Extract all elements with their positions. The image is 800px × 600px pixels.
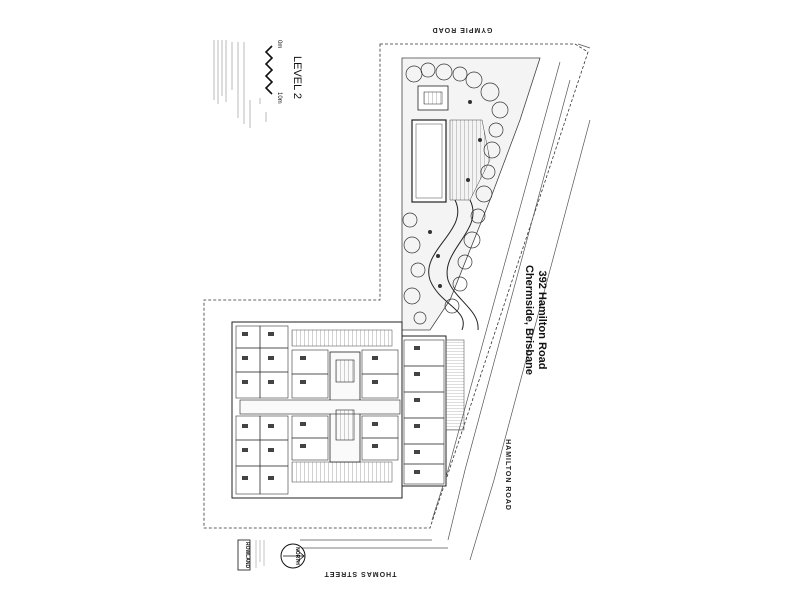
road-label-thomas: THOMAS STREET — [324, 570, 397, 577]
scale-start: 0m — [276, 40, 282, 48]
address-line2: Chermside, Brisbane — [523, 265, 535, 375]
level-label: LEVEL 2 — [291, 56, 303, 99]
road-label-hamilton: HAMILTON ROAD — [504, 439, 511, 511]
road-edges — [300, 43, 591, 561]
north-arrow: NORTH — [280, 543, 306, 569]
north-label: NORTH — [294, 547, 300, 565]
scale-end: 10m — [276, 92, 282, 104]
brand-name: ROWLAND — [244, 542, 250, 568]
brand-block: ROWLAND — [237, 539, 265, 571]
title-block: LEVEL 2 0m 10m — [213, 40, 303, 128]
apartment-units — [235, 325, 445, 495]
scale-bar — [264, 45, 274, 95]
landscape-area — [401, 57, 541, 331]
garden-path — [428, 199, 464, 331]
unit-fixtures — [242, 332, 420, 480]
pool — [411, 119, 447, 203]
road-label-gympie: GYMPIE ROAD — [432, 26, 493, 33]
building-footprint — [231, 321, 465, 499]
legend-fine-print — [213, 40, 267, 128]
address-line1: 392 Hamilton Road — [536, 270, 548, 369]
site-boundary — [203, 43, 589, 529]
